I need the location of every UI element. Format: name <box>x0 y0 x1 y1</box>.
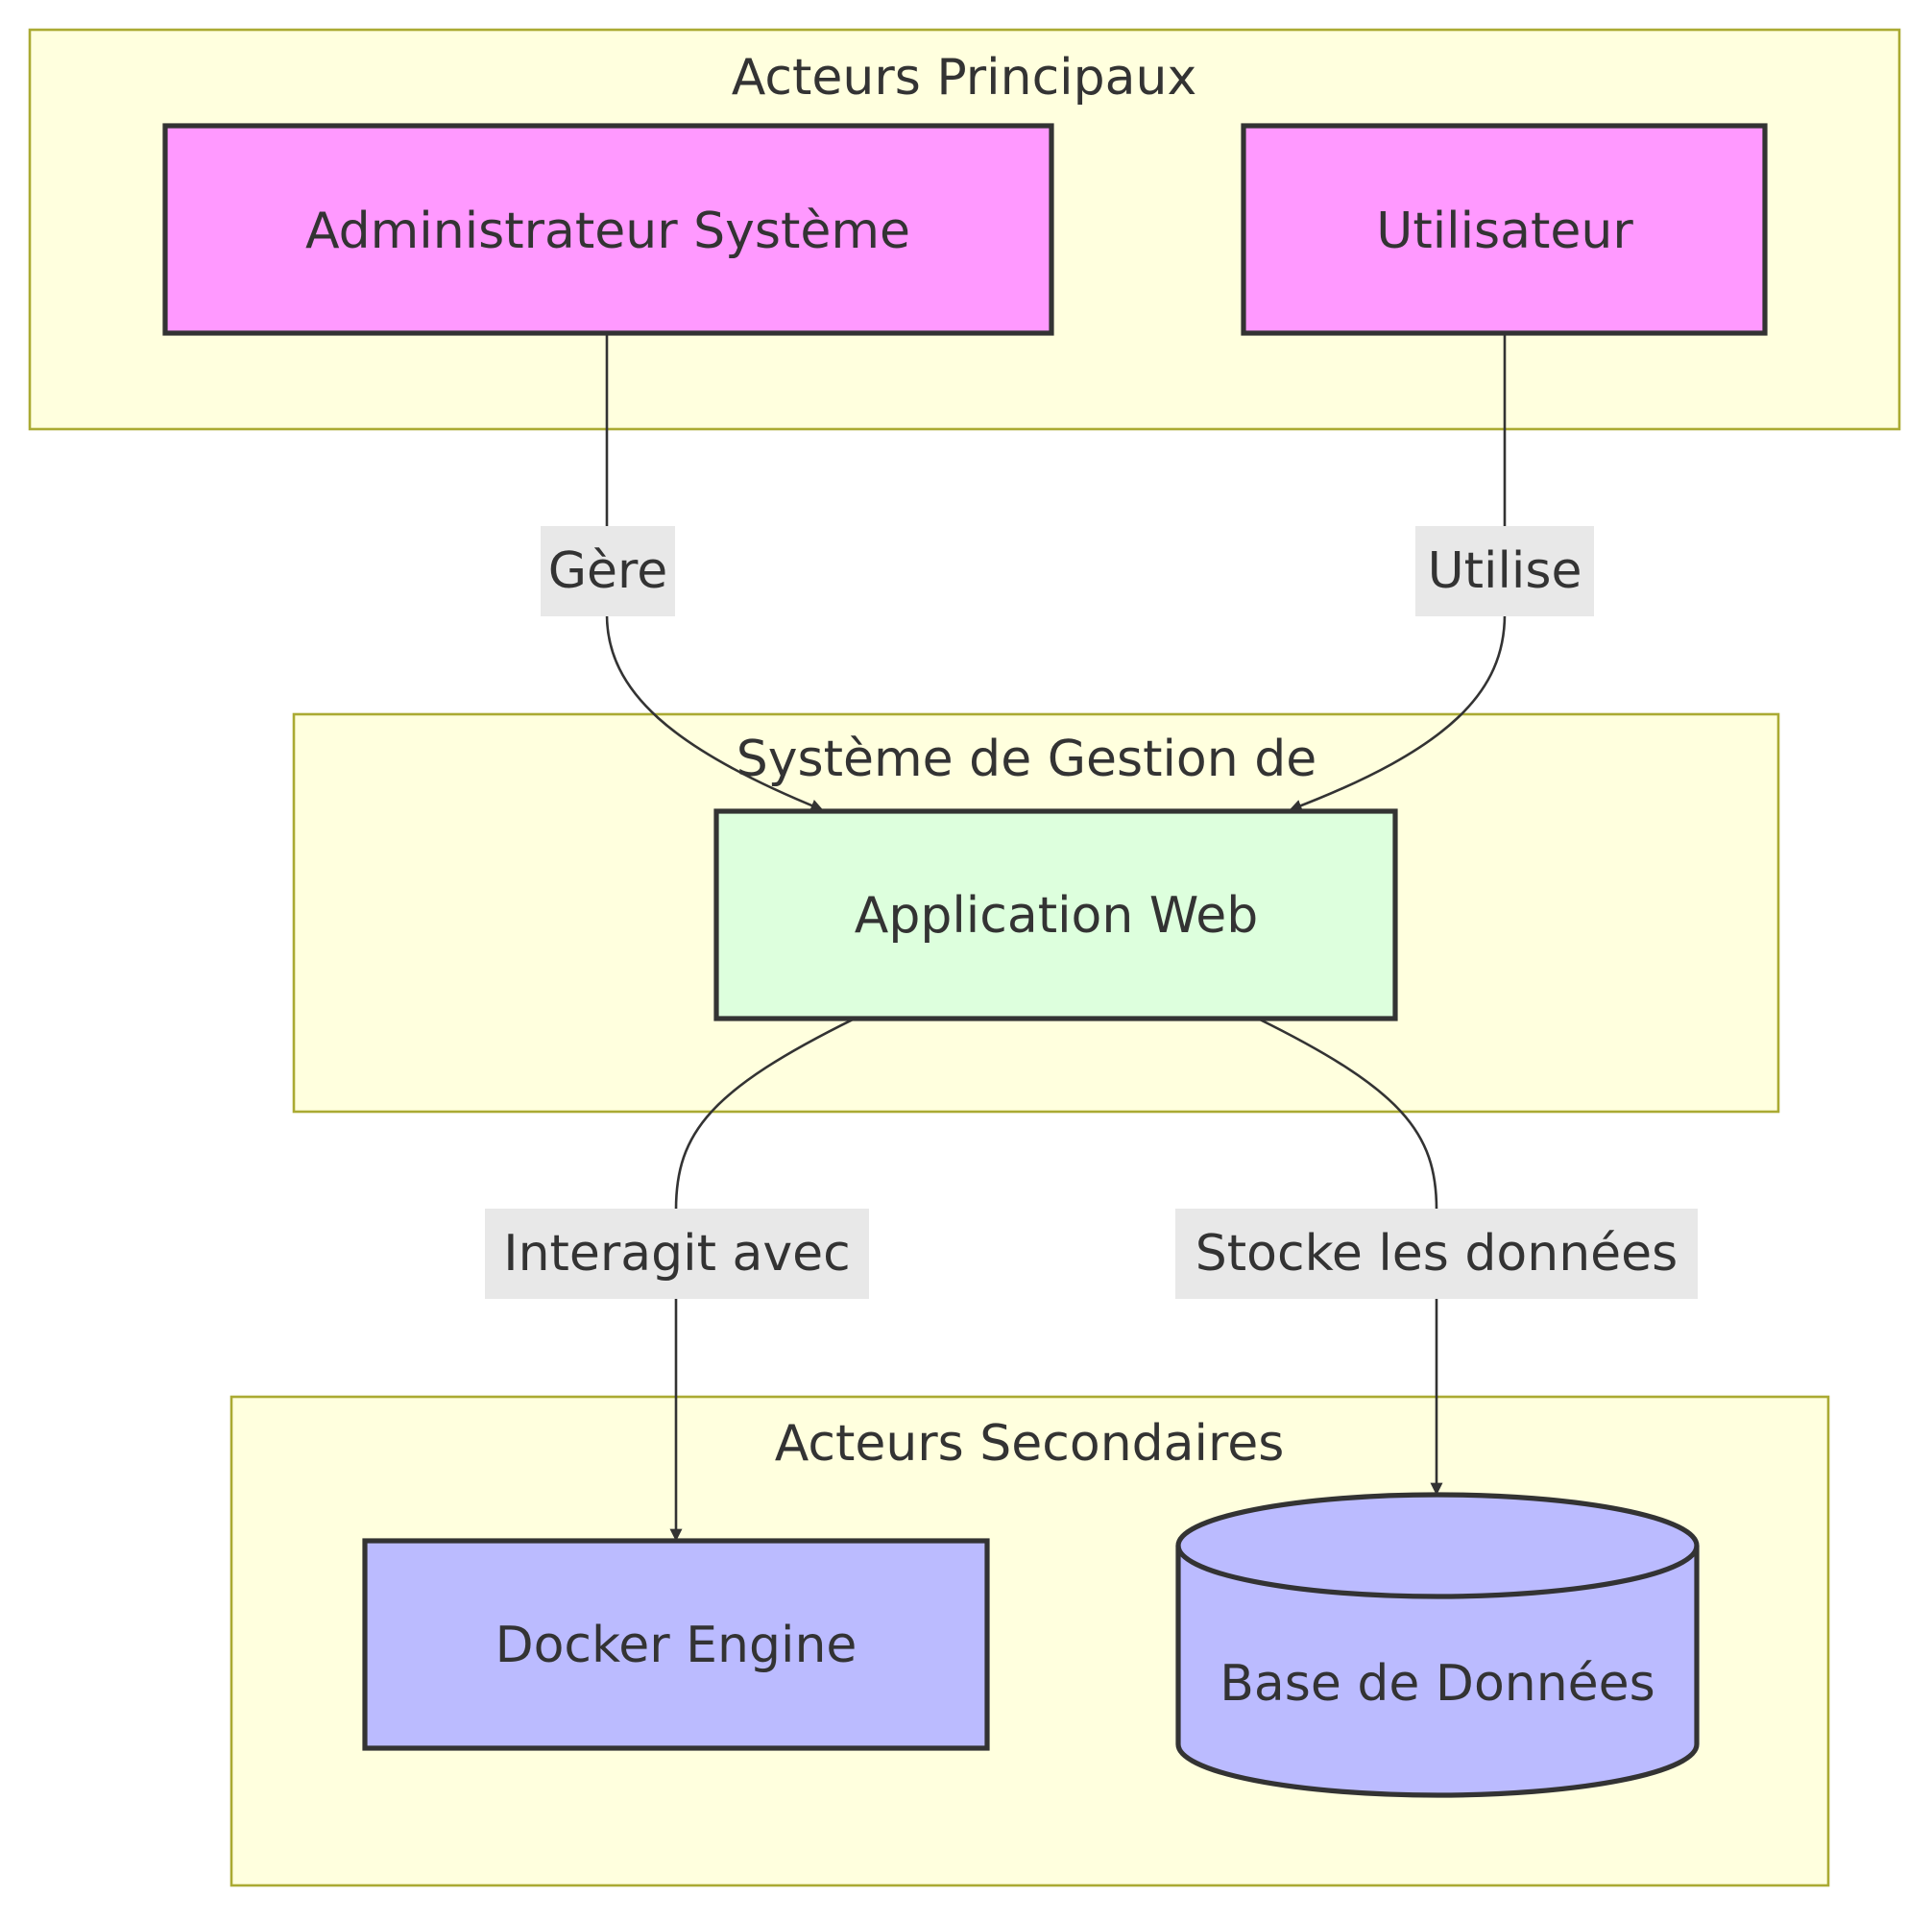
database-cylinder-rim <box>1175 1545 1700 1599</box>
node-docker-engine[interactable]: Docker Engine <box>362 1538 990 1751</box>
edge-manages-line <box>605 333 824 812</box>
edge-uses: Utilise <box>1289 333 1594 812</box>
node-database[interactable]: Base de Données <box>1175 1492 1700 1798</box>
node-user-box[interactable] <box>1241 123 1768 336</box>
cluster-secondary-actors-title: Acteurs Secondaires <box>775 1415 1285 1473</box>
node-database-label: Base de Données <box>1220 1655 1655 1713</box>
cluster-primary-actors-title: Acteurs Principaux <box>732 49 1196 107</box>
edge-stores: Stocke les données <box>1175 1017 1698 1496</box>
edge-manages-label: Gère <box>548 542 668 600</box>
edge-stores-label-bg <box>1175 1209 1698 1299</box>
edge-uses-label-bg <box>1415 526 1594 616</box>
edge-interacts-label-bg <box>485 1209 869 1299</box>
node-docker-engine-box[interactable] <box>362 1538 990 1751</box>
database-cylinder-icon[interactable] <box>1175 1492 1700 1798</box>
edge-interacts-label: Interagit avec <box>503 1225 851 1283</box>
edge-uses-label: Utilise <box>1428 542 1582 600</box>
node-system-administrator-label: Administrateur Système <box>305 203 910 260</box>
node-docker-engine-label: Docker Engine <box>495 1617 857 1674</box>
edge-stores-label: Stocke les données <box>1195 1225 1678 1283</box>
edge-interacts-line <box>669 1017 856 1542</box>
cluster-management-system-title: Système de Gestion de <box>737 731 1316 788</box>
node-web-application-label: Application Web <box>855 887 1258 945</box>
edge-stores-line <box>1257 1017 1443 1496</box>
node-user[interactable]: Utilisateur <box>1241 123 1768 336</box>
node-system-administrator-box[interactable] <box>162 123 1054 336</box>
node-system-administrator[interactable]: Administrateur Système <box>162 123 1054 336</box>
node-web-application[interactable]: Application Web <box>713 808 1398 1021</box>
node-web-application-box[interactable] <box>713 808 1398 1021</box>
edge-manages: Gère <box>541 333 824 812</box>
node-user-label: Utilisateur <box>1376 203 1633 260</box>
edge-manages-label-bg <box>541 526 675 616</box>
edge-interacts: Interagit avec <box>485 1017 869 1542</box>
edge-uses-line <box>1289 333 1507 812</box>
